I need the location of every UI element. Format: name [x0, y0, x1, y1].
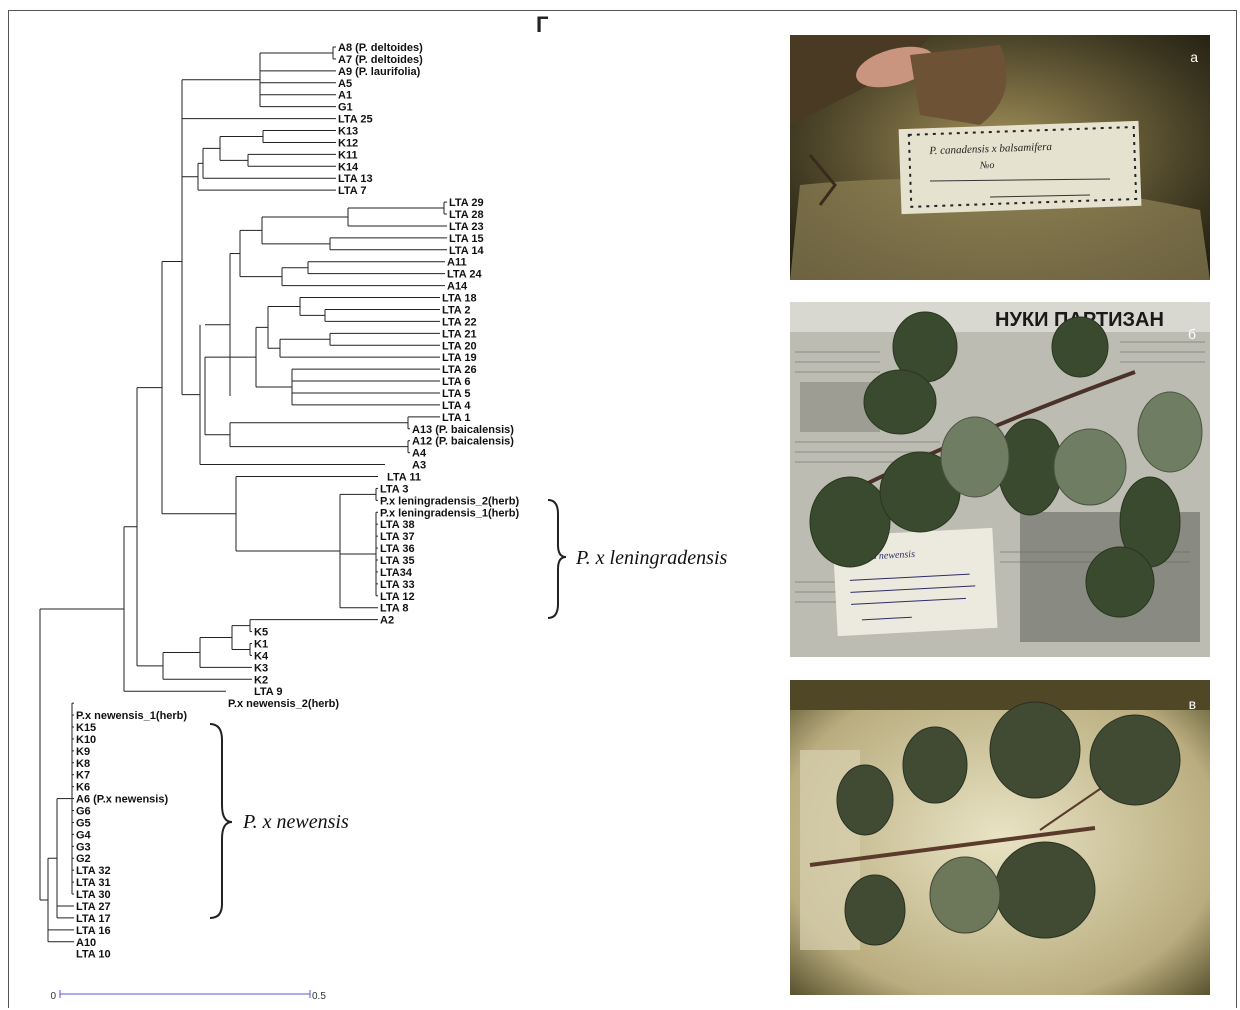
tree-leaf-label: A13 (P. baicalensis): [412, 424, 514, 436]
tree-leaf-label: LTA 21: [442, 328, 477, 340]
tree-leaf-label: LTA 1: [442, 412, 471, 424]
newensis-brace: [210, 724, 232, 918]
tree-leaf-label: A6 (P.x newensis): [76, 794, 168, 806]
tree-leaf-label: LTA 37: [380, 531, 415, 543]
tree-leaf-label: K15: [76, 722, 96, 734]
tree-leaf-label: K6: [76, 782, 90, 794]
tree-leaf-label: LTA 5: [442, 388, 471, 400]
tree-leaf-label: LTA 22: [442, 316, 477, 328]
tree-leaf-label: K2: [254, 674, 268, 686]
tree-leaf-label: K4: [254, 650, 269, 662]
tree-leaf-label: LTA 20: [442, 340, 477, 352]
phylogenetic-tree: A8 (P. deltoides)A7 (P. deltoides)A9 (P.…: [0, 0, 760, 1010]
tree-leaf-label: LTA 33: [380, 579, 415, 591]
tree-leaf-label: G1: [338, 102, 353, 114]
photo-a-letter: а: [1190, 49, 1198, 65]
tree-leaf-label: LTA 17: [76, 913, 111, 925]
tree-leaf-label: LTA 23: [449, 221, 484, 233]
tree-leaf-label: G6: [76, 806, 91, 818]
leningradensis-clade-label: P. x leningradensis: [575, 547, 728, 569]
tree-leaf-label: LTA 35: [380, 555, 415, 567]
tree-leaf-label: K9: [76, 746, 90, 758]
tree-leaf-label: LTA 9: [254, 686, 283, 698]
tree-leaf-label: A7 (P. deltoides): [338, 54, 423, 66]
tree-leaf-label: LTA 10: [76, 949, 111, 961]
tree-leaf-label: G3: [76, 841, 91, 853]
tree-leaf-label: LTA 4: [442, 400, 471, 412]
tree-leaf-label: A10: [76, 937, 96, 949]
tree-leaf-label: K7: [76, 770, 90, 782]
tree-leaf-label: K10: [76, 734, 96, 746]
tree-leaf-label: LTA 13: [338, 173, 373, 185]
tree-leaf-label: K1: [254, 639, 268, 651]
tree-leaf-label: P.x newensis_1(herb): [76, 710, 187, 722]
tree-leaf-label: A3: [412, 460, 426, 472]
tree-leaf-label: LTA 11: [387, 471, 421, 483]
tree-leaf-label: K14: [338, 161, 359, 173]
tree-leaf-label: LTA 28: [449, 209, 484, 221]
tree-leaf-label: A12 (P. baicalensis): [412, 436, 514, 448]
tree-leaf-label: A1: [338, 90, 352, 102]
tree-leaf-label: P.x newensis_2(herb): [228, 698, 339, 710]
photo-b-image: НУКИ ПАРТИЗАН Populus newensis: [790, 302, 1210, 657]
tree-leaf-label: LTA 36: [380, 543, 415, 555]
tree-leaf-label: A2: [380, 615, 394, 627]
tree-leaf-label: A8 (P. deltoides): [338, 42, 423, 54]
tree-leaf-label: LTA 31: [76, 877, 111, 889]
photo-c: в: [790, 680, 1210, 995]
tree-leaf-label: P.x leningradensis_2(herb): [380, 495, 520, 507]
scale-start: 0: [50, 991, 56, 1002]
tree-leaf-label: LTA 8: [380, 603, 409, 615]
photo-a-image: P. canadensis x balsamifera №о: [790, 35, 1210, 280]
tree-leaf-label: LTA 7: [338, 185, 367, 197]
tree-leaf-label: LTA 14: [449, 245, 485, 257]
tree-leaf-label: LTA 2: [442, 304, 471, 316]
tree-leaf-label: LTA 25: [338, 114, 373, 126]
tree-leaf-label: K12: [338, 137, 358, 149]
tree-leaf-label: G2: [76, 853, 91, 865]
tree-leaf-label: A5: [338, 78, 352, 90]
tree-leaf-label: LTA 32: [76, 865, 111, 877]
tree-leaf-label: LTA 29: [449, 197, 484, 209]
photo-a: P. canadensis x balsamifera №о а: [790, 35, 1210, 280]
tree-leaf-label: A9 (P. laurifolia): [338, 66, 421, 78]
tree-leaf-label: K8: [76, 758, 90, 770]
tree-leaf-label: LTA 6: [442, 376, 471, 388]
tree-leaf-label: A14: [447, 281, 468, 293]
tree-leaf-label: K11: [338, 149, 358, 161]
photo-a-label-line2: №о: [979, 160, 995, 172]
leningradensis-brace: [548, 500, 566, 618]
photo-c-image: [790, 680, 1210, 995]
tree-leaf-label: LTA 38: [380, 519, 415, 531]
tree-leaf-label: LTA 3: [380, 483, 409, 495]
tree-leaf-label: LTA 30: [76, 889, 111, 901]
photo-b: НУКИ ПАРТИЗАН Populus newensis: [790, 302, 1210, 657]
tree-leaf-label: LTA 26: [442, 364, 477, 376]
tree-leaf-label: G4: [76, 829, 92, 841]
tree-leaf-label: K5: [254, 627, 268, 639]
tree-leaf-label: LTA 24: [447, 269, 483, 281]
tree-leaf-label: LTA 16: [76, 925, 111, 937]
tree-leaf-label: LTA 15: [449, 233, 484, 245]
tree-leaf-label: LTA 19: [442, 352, 477, 364]
photo-c-letter: в: [1189, 696, 1196, 712]
photo-b-letter: б: [1188, 326, 1196, 342]
newensis-clade-label: P. x newensis: [242, 811, 349, 833]
tree-leaf-label: G5: [76, 817, 91, 829]
tree-leaf-label: A11: [447, 257, 467, 269]
tree-leaf-label: K3: [254, 662, 268, 674]
tree-leaf-label: LTA34: [380, 567, 413, 579]
tree-leaf-label: LTA 12: [380, 591, 415, 603]
tree-leaf-label: A4: [412, 448, 427, 460]
scale-bar: 0 0.5: [50, 990, 326, 1002]
scale-end: 0.5: [312, 991, 326, 1002]
tree-leaf-label: K13: [338, 126, 358, 138]
tree-leaf-label: LTA 27: [76, 901, 111, 913]
tree-leaf-label: LTA 18: [442, 293, 477, 305]
tree-leaf-label: P.x leningradensis_1(herb): [380, 507, 520, 519]
